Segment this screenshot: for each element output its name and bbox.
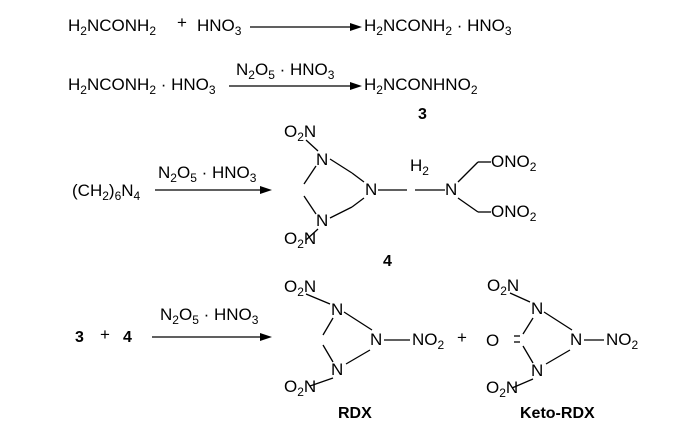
nitro-group-right: NO2: [606, 330, 639, 352]
keto-rdx-structure: O2N N N NO2 N O O2N: [486, 276, 639, 400]
product-label-keto-rdx: Keto-RDX: [520, 405, 595, 422]
reaction-2: H2NCONH2 · HNO3 N2O5 · HNO3 H2NCONHNO2 3: [68, 60, 478, 123]
reactant-label-3: 3: [75, 329, 84, 346]
ring-nitrogen: N: [370, 330, 382, 349]
ring-nitrogen: N: [365, 180, 377, 199]
plus-sign: +: [457, 328, 467, 347]
urea-nitrate-product: H2NCONH2 · HNO3: [364, 16, 512, 38]
nitro-group-bottom: O2N: [284, 377, 316, 399]
carbonyl-oxygen: O: [486, 331, 499, 350]
ring-nitrogen: N: [316, 150, 328, 169]
product-label-rdx: RDX: [338, 405, 372, 422]
rdx-structure: O2N N N NO2 N O2N: [284, 277, 445, 399]
ring-nitrogen: N: [570, 330, 582, 349]
nitrourea-product: H2NCONHNO2: [364, 75, 478, 97]
compound-label-3: 3: [418, 106, 427, 123]
ring-nitrogen: N: [531, 299, 543, 318]
arrow-head: [350, 82, 362, 90]
nitro-group-bottom: O2N: [486, 378, 518, 400]
amine-nitrogen: N: [445, 180, 457, 199]
reactant-label-4: 4: [123, 329, 132, 346]
nitro-group-right: NO2: [412, 330, 445, 352]
reagent-label: N2O5 · HNO3: [236, 60, 335, 82]
ring-nitrogen: N: [316, 211, 328, 230]
plus-sign: +: [177, 13, 187, 32]
compound-label-4: 4: [383, 253, 392, 270]
nitro-group-top: O2N: [284, 122, 316, 144]
methylene-label: H2: [410, 156, 429, 178]
reagent-label: N2O5 · HNO3: [160, 305, 259, 327]
nitrate-group-bottom: ONO2: [491, 202, 537, 224]
arrow-head: [350, 23, 362, 31]
ring-nitrogen: N: [531, 361, 543, 380]
nitro-group-top: O2N: [284, 277, 316, 299]
reagent-label: N2O5 · HNO3: [158, 163, 257, 185]
nitro-group-bottom: O2N: [284, 229, 316, 251]
urea-nitrate-reactant: H2NCONH2 · HNO3: [68, 75, 216, 97]
hexamine-reactant: (CH2)6N4: [72, 181, 141, 203]
compound-4-structure: O2N N N N O2N H2 N ONO2 ONO2: [284, 122, 537, 251]
ring-nitrogen: N: [331, 300, 343, 319]
plus-sign: +: [100, 325, 110, 344]
reaction-4: 3 + 4 N2O5 · HNO3 O2N N N NO2 N O2N RDX …: [75, 276, 639, 422]
nitric-acid-reactant: HNO3: [197, 16, 242, 38]
arrow-head: [260, 333, 272, 341]
nitrate-group-top: ONO2: [491, 152, 537, 174]
ring-nitrogen: N: [331, 360, 343, 379]
arrow-head: [260, 186, 272, 194]
reaction-1: H2NCONH2 + HNO3 H2NCONH2 · HNO3: [68, 13, 512, 38]
nitro-group-top: O2N: [487, 276, 519, 298]
urea-reactant: H2NCONH2: [68, 16, 156, 38]
reaction-3: (CH2)6N4 N2O5 · HNO3 O2N N N N O2N H2 N …: [72, 122, 537, 270]
